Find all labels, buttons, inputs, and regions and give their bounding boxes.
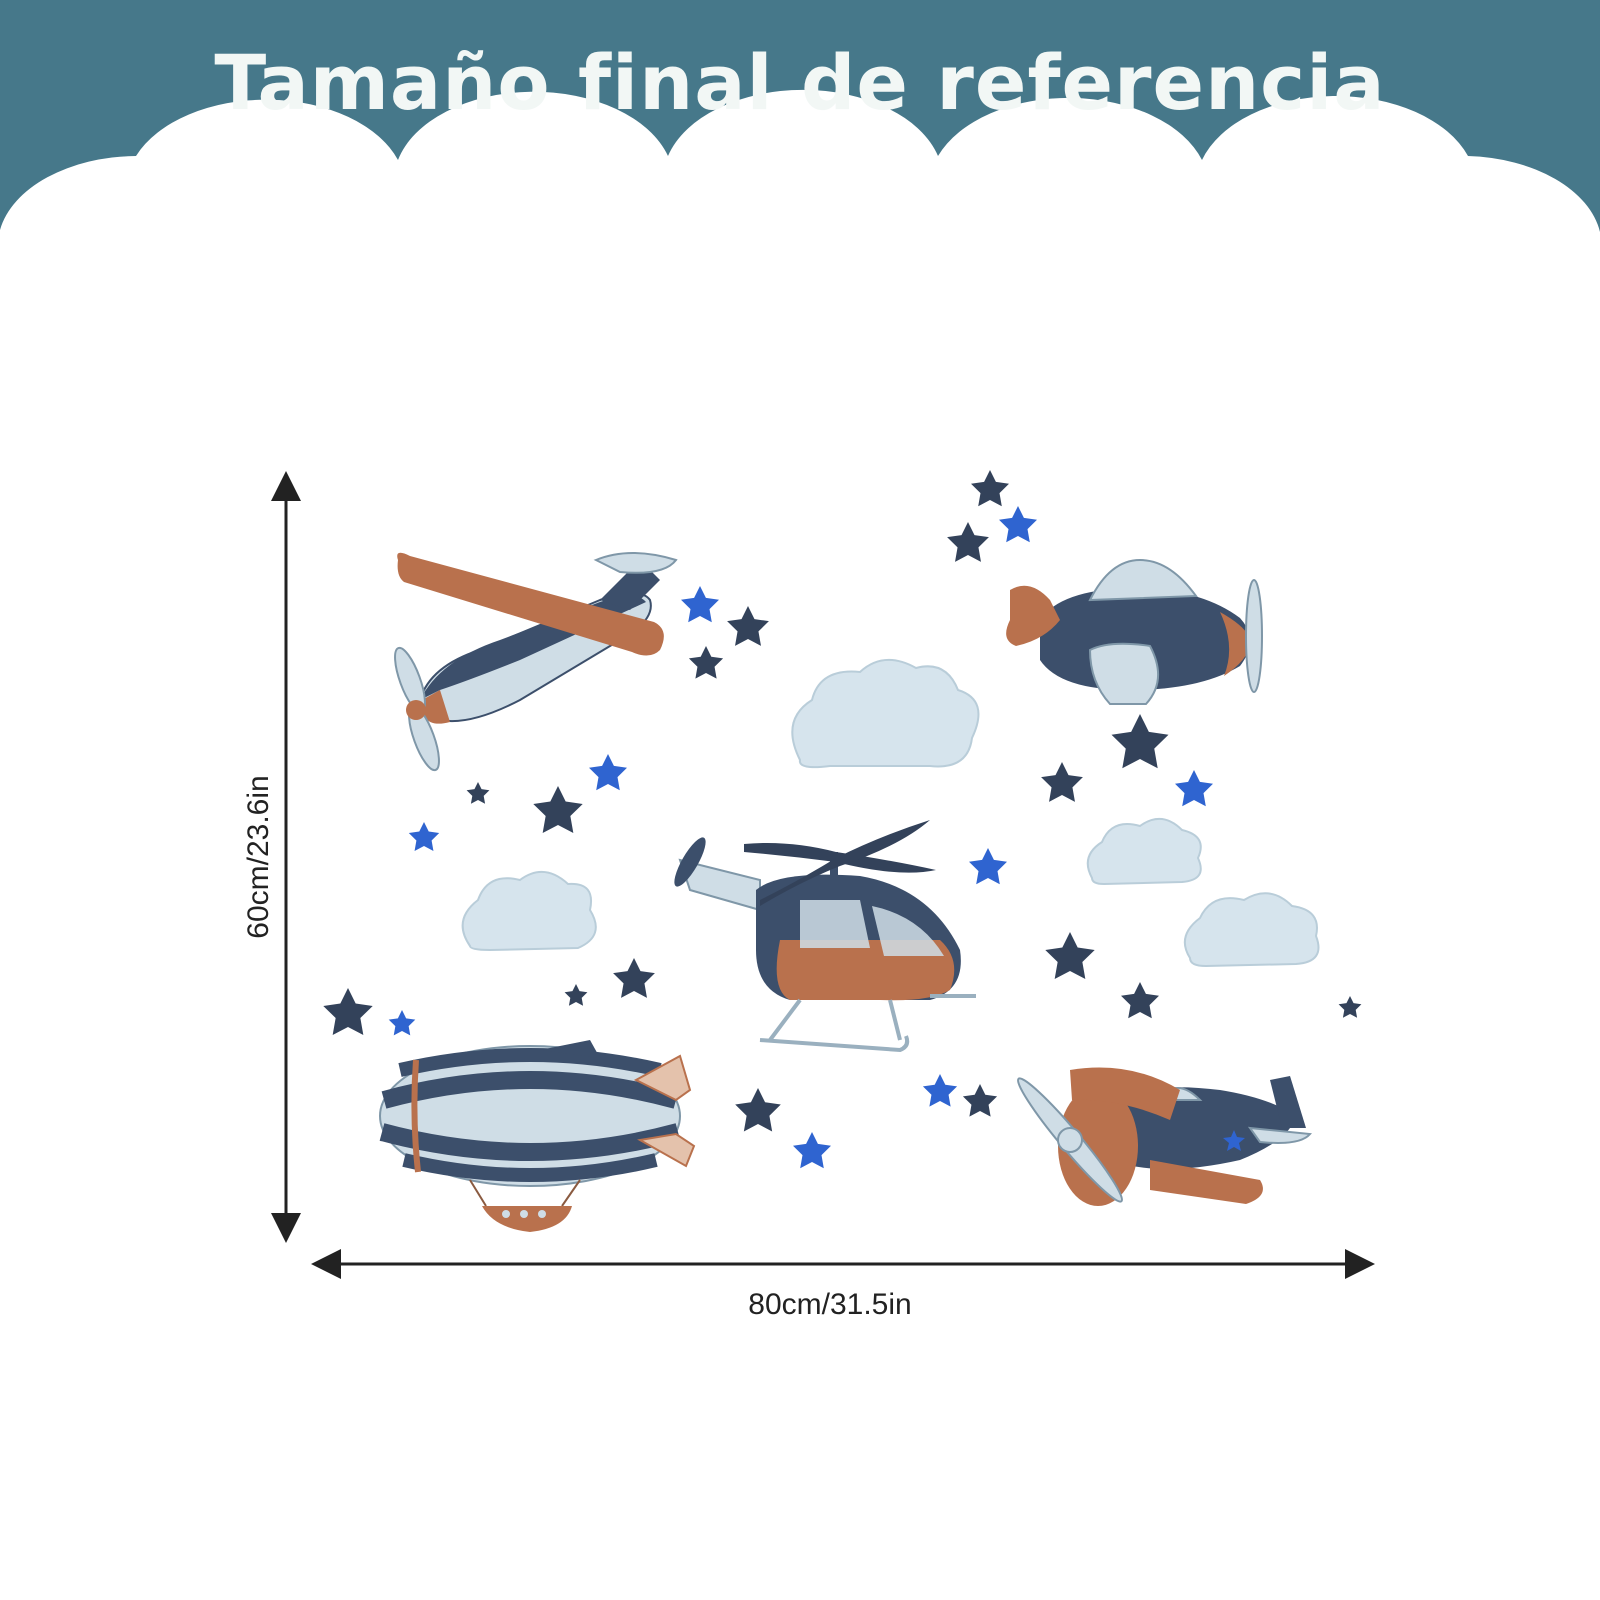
header-banner	[0, 0, 1600, 232]
wing-star	[1223, 1130, 1245, 1151]
airplane-icon	[1017, 1067, 1312, 1206]
airplane-icon	[394, 552, 678, 772]
cloud-icon	[791, 658, 980, 769]
airship-icon	[379, 1040, 696, 1232]
cloud-icon	[461, 871, 597, 952]
cloud-icon	[1183, 892, 1320, 968]
width-dimension-label: 80cm/31.5in	[748, 1288, 912, 1321]
scalloped-banner-shape	[0, 0, 1600, 232]
cloud-icon	[1086, 818, 1202, 886]
height-dimension-label: 60cm/23.6in	[242, 775, 275, 939]
page-title: Tamaño final de referencia	[214, 38, 1386, 127]
helicopter-icon	[674, 820, 976, 1053]
airplane-icon	[1006, 558, 1263, 705]
